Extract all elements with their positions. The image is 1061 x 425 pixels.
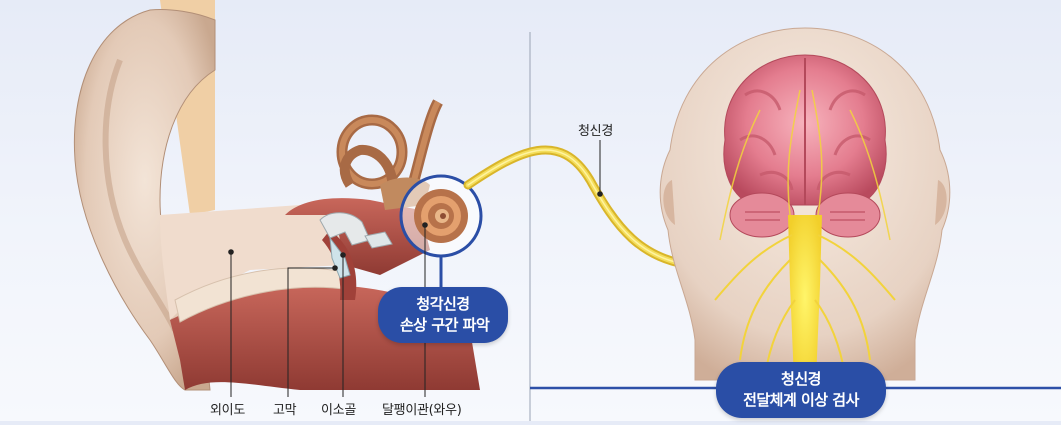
label-eardrum: 고막 <box>273 403 297 418</box>
label-cochlea: 달팽이관(와우) <box>382 403 462 418</box>
cochlea-illustration <box>399 174 483 292</box>
badge-transmission-test: 청신경 전달체계 이상 검사 <box>716 362 886 418</box>
auditory-nerve-illustration <box>463 145 795 271</box>
brain-illustration <box>723 54 887 238</box>
label-ear-canal: 외이도 <box>210 403 245 418</box>
badge-nerve-damage-line2: 손상 구간 파악 <box>400 316 490 334</box>
badge-nerve-damage-line1: 청각신경 <box>416 295 470 313</box>
badge-transmission-test-line2: 전달체계 이상 검사 <box>743 391 859 409</box>
label-auditory-nerve: 청신경 <box>578 124 613 139</box>
badge-nerve-damage: 청각신경 손상 구간 파악 <box>378 287 508 343</box>
spinal-cord-illustration <box>714 89 896 380</box>
label-ossicles: 이소골 <box>321 403 356 418</box>
badge-transmission-test-line1: 청신경 <box>781 370 821 388</box>
outer-ear-illustration <box>73 0 480 391</box>
ossicles-illustration <box>319 212 393 279</box>
leader-dots <box>228 191 603 271</box>
